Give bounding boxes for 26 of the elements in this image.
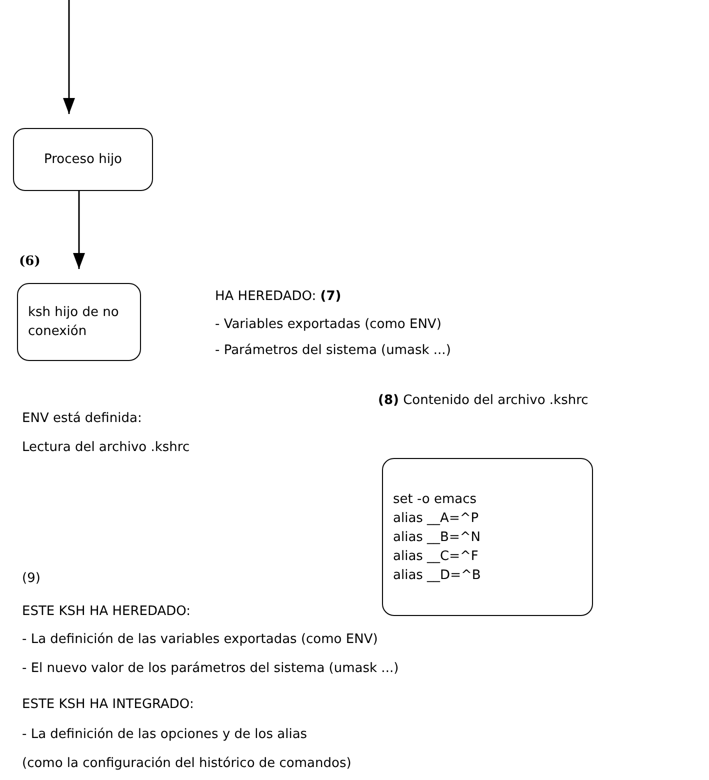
box-text: Proceso hijo bbox=[42, 151, 124, 169]
note-text: (como la configuración del histórico de comandos) bbox=[22, 755, 352, 773]
code-line: alias __D=^B bbox=[393, 566, 482, 584]
process-box bbox=[382, 458, 593, 616]
note-text: Lectura del archivo .kshrc bbox=[22, 439, 190, 457]
step-number: (6) bbox=[19, 254, 40, 269]
note-text: - La definición de las variables exportadas (como ENV) bbox=[22, 631, 378, 649]
arrow bbox=[63, 0, 75, 114]
arrow bbox=[73, 191, 85, 269]
note-text: - Parámetros del sistema (umask ...) bbox=[215, 342, 451, 360]
code-line: alias __B=^N bbox=[393, 528, 482, 546]
box-text: ksh hijo de no conexión bbox=[28, 304, 120, 341]
process-box bbox=[13, 128, 153, 191]
note-text: - El nuevo valor de los parámetros del sistema (umask ...) bbox=[22, 660, 399, 678]
note-text: ESTE KSH HA HEREDADO: bbox=[22, 603, 191, 621]
note-text: - Variables exportadas (como ENV) bbox=[215, 316, 442, 334]
note-text: - La definición de las opciones y de los alias bbox=[22, 726, 308, 744]
process-box bbox=[17, 283, 141, 361]
note-text: ESTE KSH HA INTEGRADO: bbox=[22, 696, 194, 714]
code-line: alias __C=^F bbox=[393, 548, 480, 566]
note-text: ENV está definida: bbox=[22, 410, 142, 428]
code-line: set -o emacs bbox=[393, 490, 478, 508]
note-text: HA HEREDADO: (7) bbox=[215, 288, 342, 306]
box-heading: (8) Contenido del archivo .kshrc bbox=[378, 392, 590, 409]
code-line: alias __A=^P bbox=[393, 510, 480, 528]
note-text: (9) bbox=[22, 570, 40, 588]
